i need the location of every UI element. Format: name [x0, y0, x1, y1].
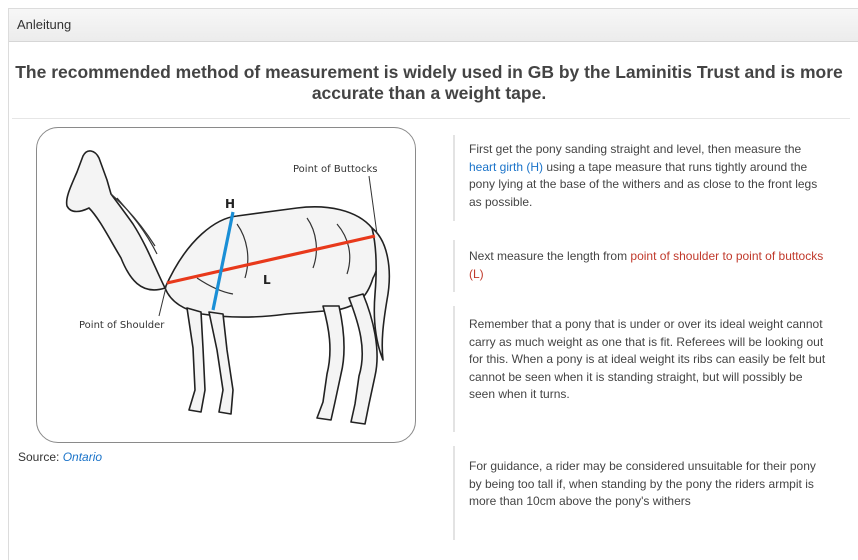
page-headline: The recommended method of measurement is… — [15, 62, 843, 103]
length-line — [166, 234, 376, 285]
instruction-step-3: Remember that a pony that is under or ov… — [453, 306, 831, 432]
horse-tail — [371, 227, 391, 361]
divider — [12, 118, 850, 119]
horse-front-leg-2 — [208, 311, 234, 415]
label-point-of-shoulder: Point of Shoulder — [79, 320, 165, 331]
image-source: Source: Ontario — [18, 450, 102, 464]
horse-body — [164, 206, 380, 318]
instructions-panel: Anleitung — [8, 8, 858, 560]
horse-front-leg-1 — [186, 307, 206, 413]
panel-header: Anleitung — [9, 9, 858, 42]
heart-girth-highlight: heart girth (H) — [469, 159, 544, 174]
horse-neck — [65, 150, 166, 291]
girth-line — [211, 211, 235, 311]
horse-hind-leg-1 — [316, 305, 345, 421]
label-l: L — [263, 273, 271, 287]
horse-illustration: H L Point of Buttocks Point of Shoulder — [65, 150, 391, 425]
instruction-1-text: First get the pony sanding straight and … — [469, 142, 802, 156]
source-prefix: Source: — [18, 450, 63, 464]
instruction-1-text-end: using a tape measure that runs tightly a… — [469, 159, 818, 209]
horse-measurement-figure: H L Point of Buttocks Point of Shoulder — [36, 127, 416, 443]
horse-hind-leg-2 — [348, 293, 378, 425]
panel-title: Anleitung — [17, 17, 72, 32]
instruction-step-4: For guidance, a rider may be considered … — [453, 446, 831, 540]
instruction-step-2: Next measure the length from point of sh… — [453, 240, 831, 292]
source-link[interactable]: Ontario — [62, 450, 103, 464]
label-h: H — [225, 197, 235, 211]
instruction-2-text: Next measure the length from — [469, 249, 631, 263]
label-point-of-buttocks: Point of Buttocks — [293, 164, 377, 175]
instruction-4-text: For guidance, a rider may be considered … — [469, 459, 816, 508]
instruction-step-1: First get the pony sanding straight and … — [453, 135, 831, 221]
instruction-3-text: Remember that a pony that is under or ov… — [469, 317, 826, 401]
length-highlight: point of shoulder to point of buttocks (… — [469, 249, 824, 281]
